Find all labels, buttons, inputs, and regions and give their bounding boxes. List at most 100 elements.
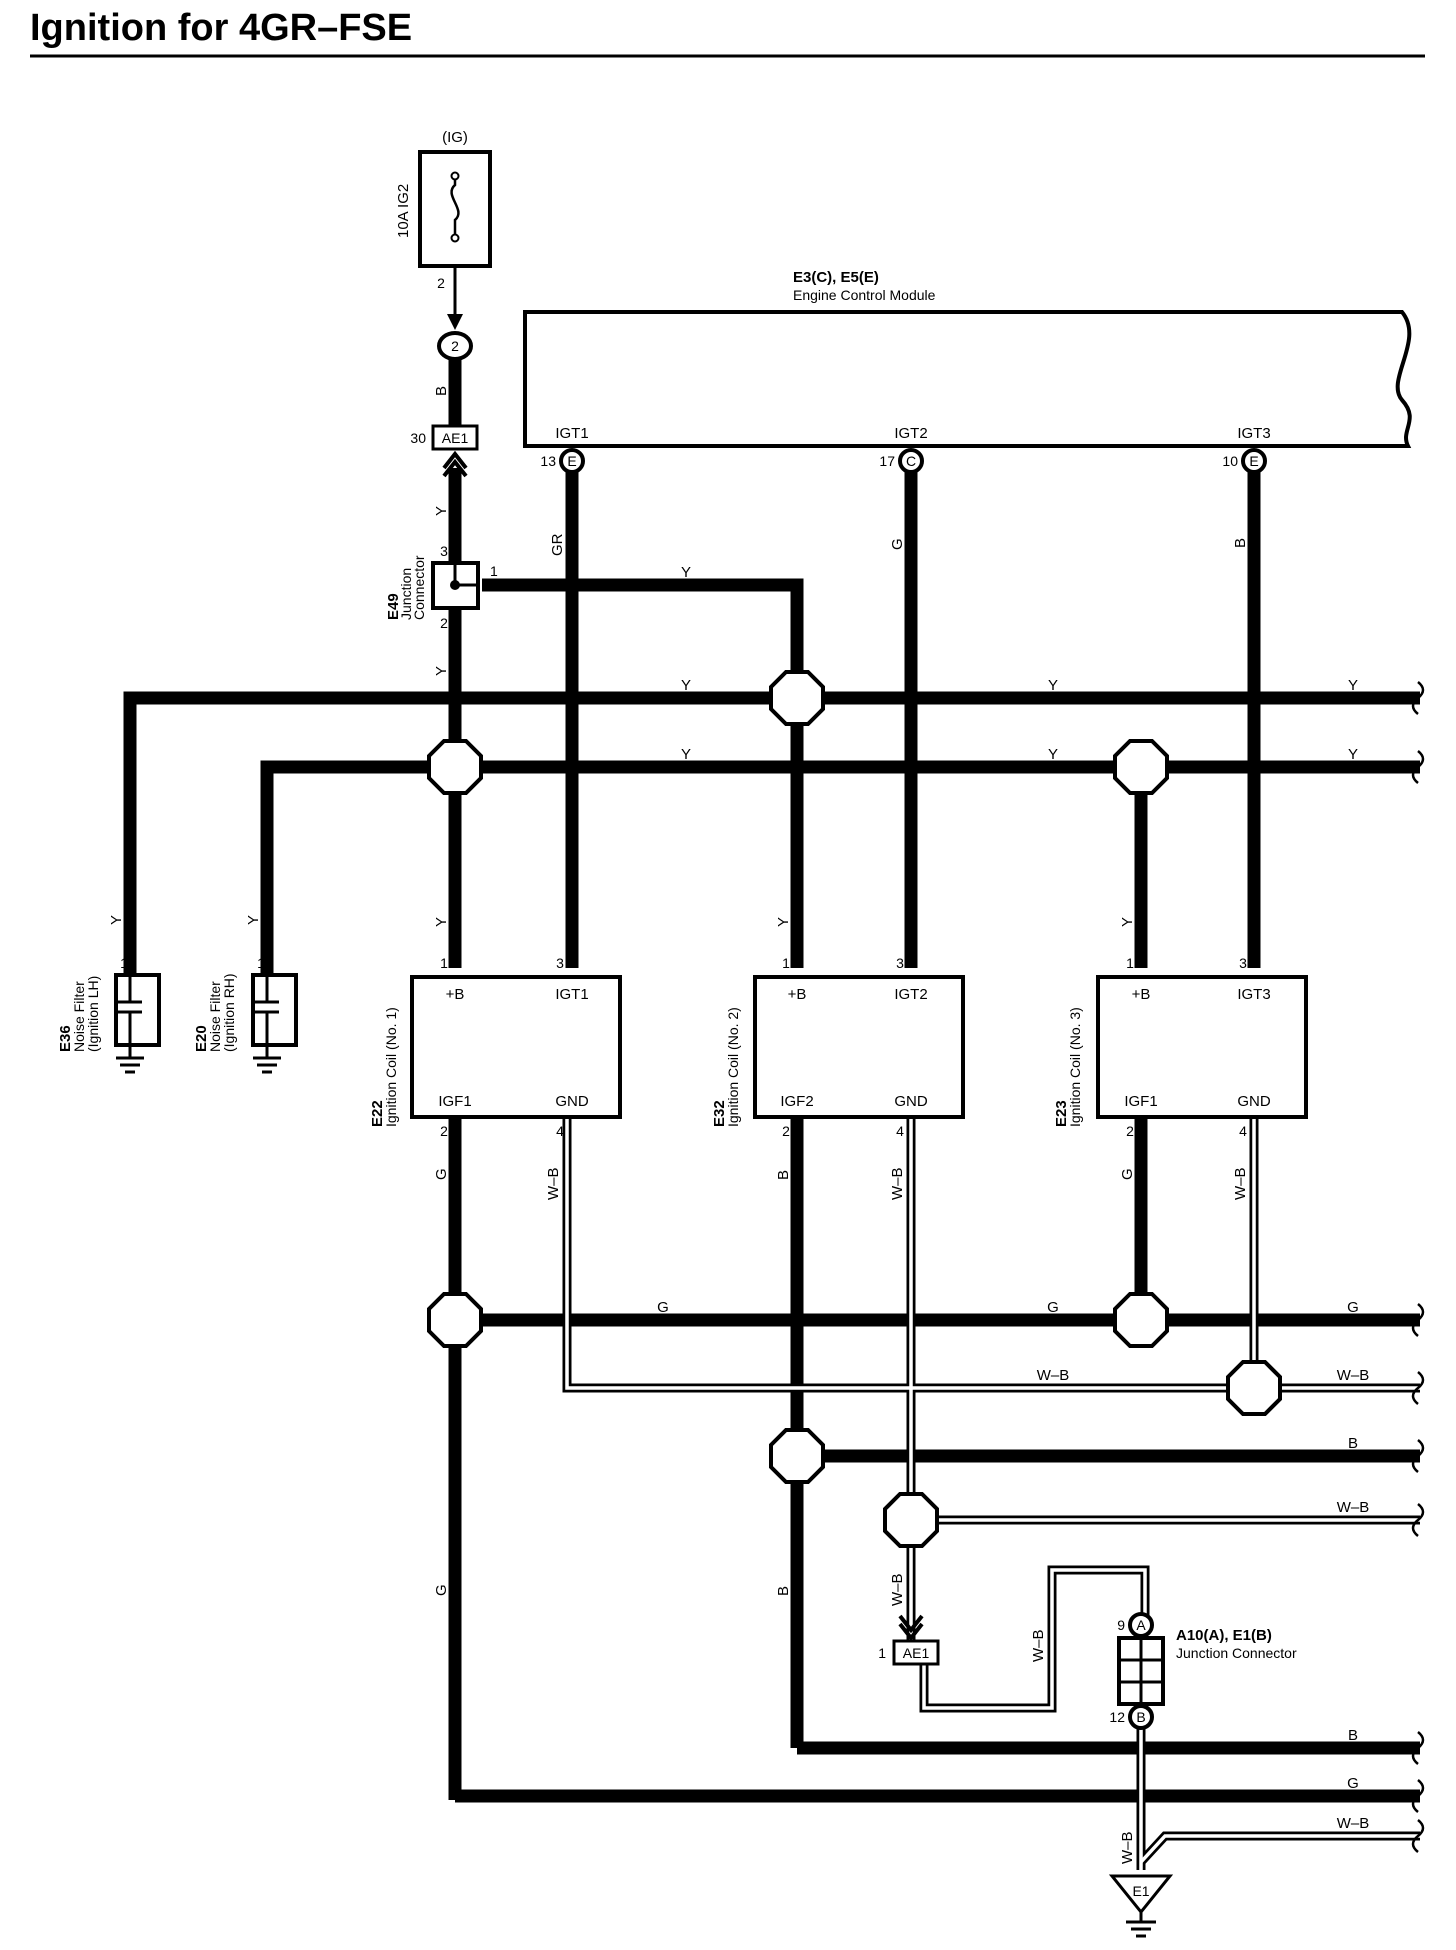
svg-text:Y: Y: [245, 915, 262, 925]
svg-text:Ignition Coil (No. 2): Ignition Coil (No. 2): [725, 1007, 741, 1127]
svg-text:Y: Y: [1348, 746, 1358, 763]
svg-text:W–B: W–B: [1232, 1167, 1249, 1200]
svg-text:IGF1: IGF1: [438, 1093, 471, 1110]
svg-text:E1: E1: [1132, 1883, 1149, 1899]
ecm-terminal-igt3: IGT3: [1237, 425, 1270, 442]
splice-wb-2: [883, 1492, 939, 1548]
svg-text:G: G: [433, 1168, 450, 1180]
svg-text:2: 2: [440, 1123, 448, 1139]
ecm-terminal-igt1: IGT1: [555, 425, 588, 442]
svg-text:W–B: W–B: [889, 1573, 906, 1606]
splice-y-3: [1113, 739, 1169, 795]
svg-text:Y: Y: [681, 564, 691, 581]
svg-text:Y: Y: [433, 917, 450, 927]
ecm-pins: E 13 C 17 E 10: [540, 448, 1267, 474]
svg-text:1: 1: [1126, 955, 1134, 971]
svg-text:E20: E20: [193, 1025, 210, 1052]
svg-text:AE1: AE1: [442, 430, 469, 446]
svg-text:1: 1: [120, 955, 128, 971]
svg-text:Y: Y: [108, 915, 125, 925]
connector-ae1-bottom: AE1 1: [878, 1614, 940, 1666]
fuse-10a-ig2: (IG) 10A IG2 2: [395, 129, 492, 291]
svg-text:1: 1: [490, 563, 498, 579]
svg-text:GR: GR: [549, 533, 566, 556]
svg-text:W–B: W–B: [545, 1167, 562, 1200]
svg-text:4: 4: [1239, 1123, 1247, 1139]
splice-g-1: [427, 1292, 483, 1348]
svg-text:W–B: W–B: [1337, 1815, 1370, 1832]
svg-text:Y: Y: [1048, 746, 1058, 763]
double-arrow-icon: [898, 1614, 924, 1634]
svg-text:Noise Filter: Noise Filter: [207, 981, 223, 1052]
svg-text:3: 3: [556, 955, 564, 971]
svg-text:Y: Y: [1348, 677, 1358, 694]
svg-text:Y: Y: [1119, 917, 1136, 927]
svg-text:Y: Y: [1048, 677, 1058, 694]
svg-text:G: G: [1347, 1775, 1359, 1792]
ecm-terminal-igt2: IGT2: [894, 425, 927, 442]
splice-y-2: [427, 739, 483, 795]
svg-text:E32: E32: [711, 1100, 728, 1127]
splice-wb-1: [1226, 1360, 1282, 1416]
svg-text:3: 3: [1239, 955, 1247, 971]
svg-text:2: 2: [782, 1123, 790, 1139]
break-marks: [1411, 681, 1425, 1853]
svg-text:12: 12: [1109, 1709, 1125, 1725]
arrow-down-icon: [447, 314, 463, 330]
svg-text:(Ignition LH): (Ignition LH): [85, 976, 101, 1052]
svg-text:B: B: [1136, 1709, 1145, 1725]
wire-group-thick: [123, 359, 1420, 1803]
svg-text:+B: +B: [788, 986, 807, 1003]
svg-text:17: 17: [879, 453, 895, 469]
svg-text:G: G: [657, 1299, 669, 1316]
junction-connector-a10-e1: A 9 B 12 A10(A), E1(B) Junction Connecto…: [1109, 1612, 1297, 1730]
ignition-coil-2: +B IGT2 IGF2 GND 1 3 2 4 E32 Ignition Co…: [711, 955, 965, 1139]
svg-text:IGT1: IGT1: [555, 986, 588, 1003]
svg-text:IGT3: IGT3: [1237, 986, 1270, 1003]
svg-text:10: 10: [1222, 453, 1238, 469]
svg-text:4: 4: [556, 1123, 564, 1139]
svg-text:1: 1: [257, 955, 265, 971]
svg-text:IGF2: IGF2: [780, 1093, 813, 1110]
svg-text:2: 2: [1126, 1123, 1134, 1139]
svg-text:+B: +B: [1132, 986, 1151, 1003]
svg-text:G: G: [1047, 1299, 1059, 1316]
svg-text:1: 1: [440, 955, 448, 971]
svg-text:2: 2: [440, 615, 448, 631]
svg-text:G: G: [889, 538, 906, 550]
splice-g-2: [1113, 1292, 1169, 1348]
svg-text:Connector: Connector: [411, 555, 427, 620]
svg-text:A: A: [1136, 1617, 1146, 1633]
svg-text:E36: E36: [57, 1025, 74, 1052]
svg-text:Y: Y: [433, 506, 450, 516]
svg-text:Ignition Coil (No. 3): Ignition Coil (No. 3): [1067, 1007, 1083, 1127]
svg-text:B: B: [1232, 538, 1249, 548]
svg-text:B: B: [1348, 1727, 1358, 1744]
svg-text:W–B: W–B: [1030, 1629, 1047, 1662]
svg-text:E23: E23: [1053, 1100, 1070, 1127]
svg-text:W–B: W–B: [889, 1167, 906, 1200]
svg-text:W–B: W–B: [1037, 1367, 1070, 1384]
svg-text:C: C: [906, 453, 916, 469]
svg-text:B: B: [775, 1586, 792, 1596]
svg-text:E49: E49: [385, 593, 402, 620]
svg-text:Ignition Coil (No. 1): Ignition Coil (No. 1): [383, 1007, 399, 1127]
fuse-name: 10A IG2: [395, 184, 412, 238]
svg-text:13: 13: [540, 453, 556, 469]
double-arrow-icon: [442, 450, 468, 470]
svg-text:Y: Y: [775, 917, 792, 927]
svg-text:1: 1: [782, 955, 790, 971]
noise-filter-e36: 1 E36 Noise Filter (Ignition LH): [57, 955, 161, 1074]
junction-connector-e49: 3 1 2 E49 Junction Connector: [385, 543, 498, 631]
ecm-ref: E3(C), E5(E): [793, 269, 879, 286]
svg-text:4: 4: [896, 1123, 904, 1139]
svg-text:E: E: [1249, 453, 1258, 469]
svg-text:GND: GND: [555, 1093, 589, 1110]
svg-text:Y: Y: [681, 746, 691, 763]
svg-text:Junction: Junction: [398, 568, 414, 620]
svg-text:GND: GND: [894, 1093, 928, 1110]
svg-text:Y: Y: [681, 677, 691, 694]
fuse-icon: [450, 172, 460, 236]
ignition-coil-3: +B IGT3 IGF1 GND 1 3 2 4 E23 Ignition Co…: [1053, 955, 1308, 1139]
